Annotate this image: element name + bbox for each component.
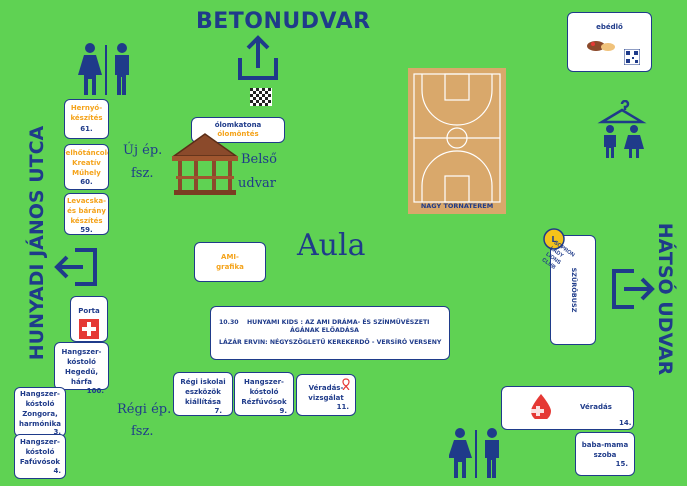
room-veradas-number: 14. xyxy=(619,419,632,427)
room-babamama-line1: baba-mama xyxy=(581,441,629,449)
regi-ep-label: Régi ép. xyxy=(117,402,172,417)
room-veradas-vizsgalat[interactable]: Véradás- vizsgálat 11. xyxy=(296,374,356,416)
hatso-udvar-label: HÁTSÓ UDVAR xyxy=(654,222,676,376)
qr-icon xyxy=(624,49,640,65)
room-levacska-number: 59. xyxy=(80,226,93,234)
room-zongora-line4: harmónika xyxy=(18,420,62,428)
room-babamama-number: 15. xyxy=(615,460,628,468)
room-fafuvosok[interactable]: Hangszer- kóstoló Fafúvósok 4. xyxy=(14,434,66,479)
room-babamama[interactable]: baba-mama szoba 15. xyxy=(575,432,635,476)
svg-text:L: L xyxy=(551,235,556,244)
room-veradas-vizsgalat-number: 11. xyxy=(336,403,349,411)
room-ami-line1: AMI- xyxy=(221,253,239,261)
toilet-icon xyxy=(78,43,129,95)
schedule-time: 10.30 xyxy=(219,319,239,326)
room-hegedu[interactable]: Hangszer- kóstoló Hegedű, hárfa 100. xyxy=(54,342,109,395)
belso-label: Belső xyxy=(241,152,277,167)
exit-up-icon xyxy=(238,35,278,80)
room-levacska-line2: és bárány xyxy=(67,207,106,215)
room-felhotancolo-number: 60. xyxy=(80,178,93,186)
checkered-flag-icon xyxy=(250,88,272,106)
room-veradas-label: Véradás xyxy=(580,403,612,411)
room-veradas[interactable]: Véradás 14. xyxy=(501,386,634,430)
exit-left-icon xyxy=(54,248,97,286)
room-hernyo-number: 61. xyxy=(80,125,93,133)
betonudvar-label: BETONUDVAR xyxy=(196,9,371,34)
room-fafuvosok-number: 4. xyxy=(53,467,61,475)
room-hernyo[interactable]: Hernyó- készítés 61. xyxy=(64,99,109,139)
room-ebedlo-label: ebédlő xyxy=(596,23,623,31)
regi-fsz-label: fsz. xyxy=(131,424,154,439)
room-felhotancolo-line2: Kreatív xyxy=(72,159,101,167)
room-felhotancolo-line3: Műhely xyxy=(72,169,101,177)
room-felhotancolo[interactable]: Felhőtáncoló Kreatív Műhely 60. xyxy=(64,144,109,190)
room-hegedu-line1: Hangszer- xyxy=(61,348,102,356)
room-zongora-line1: Hangszer- xyxy=(20,390,60,398)
room-zongora[interactable]: Hangszer- kóstoló Zongora, harmónika 3. xyxy=(14,387,66,437)
room-levacska-line3: készítés xyxy=(70,217,103,225)
ribbon-icon xyxy=(342,378,350,390)
room-regi-iskolai-line2: eszközök xyxy=(185,388,221,396)
udvar-label: udvar xyxy=(238,176,277,191)
gazebo-icon xyxy=(171,133,239,195)
sports-hall-label: NAGY TORNATEREM xyxy=(420,202,494,210)
room-fafuvosok-line2: kóstoló xyxy=(25,448,55,456)
room-levacska-line1: Levacska- xyxy=(66,197,107,205)
blood-drop-icon xyxy=(530,394,551,419)
room-rezfuvosok-line1: Hangszer- xyxy=(244,378,284,386)
room-olomkatona-line2: ólomöntés xyxy=(217,130,259,138)
room-fafuvosok-line3: Fafúvósok xyxy=(19,458,61,466)
room-hernyo-line1: Hernyó- xyxy=(70,104,103,112)
room-hernyo-line2: készítés xyxy=(70,114,103,122)
room-ami-grafika[interactable]: AMI- grafika xyxy=(194,242,266,282)
hunyadi-street-label: HUNYADI JÁNOS UTCA xyxy=(26,125,48,361)
room-szurobusz[interactable]: SZŰRŐBUSZ xyxy=(550,235,596,345)
cloakroom-icon xyxy=(597,100,647,158)
room-zongora-line3: Zongora, xyxy=(22,410,58,418)
room-regi-iskolai-number: 7. xyxy=(214,407,222,415)
room-babamama-line2: szoba xyxy=(593,451,617,459)
room-veradas-vizsgalat-line1: Véradás- xyxy=(308,384,344,392)
uj-fsz-label: fsz. xyxy=(131,166,154,181)
room-fafuvosok-line1: Hangszer- xyxy=(20,438,60,446)
room-levacska[interactable]: Levacska- és bárány készítés 59. xyxy=(64,193,109,235)
room-hegedu-number: 100. xyxy=(86,387,104,395)
room-regi-iskolai-line1: Régi iskolai xyxy=(180,378,226,386)
uj-ep-label: Új ép. xyxy=(123,143,163,158)
schedule-row-1b: ÁGÁNAK ELŐADÁSA xyxy=(290,327,359,334)
first-aid-icon xyxy=(79,319,99,339)
room-porta[interactable]: Porta xyxy=(70,296,108,342)
room-porta-label: Porta xyxy=(78,307,100,315)
room-rezfuvosok-line2: kóstoló xyxy=(249,388,279,396)
toilet-icon-bottom xyxy=(449,428,499,478)
exit-right-icon xyxy=(612,269,655,309)
basketball-court-icon xyxy=(408,68,506,214)
room-ebedlo[interactable]: ebédlő xyxy=(567,12,652,72)
schedule-row-1: 10.30 HUNYAMI KIDS : AZ AMI DRÁMA- ÉS SZÍ… xyxy=(219,319,449,327)
room-regi-iskolai-line3: kiállítása xyxy=(185,398,221,406)
room-felhotancolo-line1: Felhőtáncoló xyxy=(65,149,108,157)
room-veradas-vizsgalat-line2: vizsgálat xyxy=(308,394,344,402)
schedule-event-1: HUNYAMI KIDS : AZ AMI DRÁMA- ÉS SZÍNMŰVÉ… xyxy=(247,319,430,326)
room-regi-iskolai[interactable]: Régi iskolai eszközök kiállítása 7. xyxy=(173,372,233,416)
room-olomkatona-line1: ólomkatona xyxy=(214,121,262,129)
room-hegedu-line2: kóstoló xyxy=(67,358,96,366)
aula-label: Aula xyxy=(297,228,366,263)
room-zongora-number: 3. xyxy=(53,428,61,436)
schedule-panel: 10.30 HUNYAMI KIDS : AZ AMI DRÁMA- ÉS SZÍ… xyxy=(210,306,450,360)
room-hegedu-line3: Hegedű, hárfa xyxy=(64,368,99,386)
room-rezfuvosok[interactable]: Hangszer- kóstoló Rézfúvósok 9. xyxy=(234,372,294,416)
schedule-event-2: LÁZÁR ERVIN: NÉGYSZÖGLETŰ KEREKERDŐ - VE… xyxy=(219,339,442,346)
room-zongora-line2: kóstoló xyxy=(25,400,55,408)
food-icon xyxy=(587,41,615,51)
room-ami-line2: grafika xyxy=(216,263,244,271)
lions-logo-icon: L xyxy=(543,228,565,250)
sports-hall[interactable]: NAGY TORNATEREM xyxy=(408,68,506,214)
room-rezfuvosok-number: 9. xyxy=(279,407,287,415)
room-rezfuvosok-line3: Rézfúvósok xyxy=(241,398,287,406)
